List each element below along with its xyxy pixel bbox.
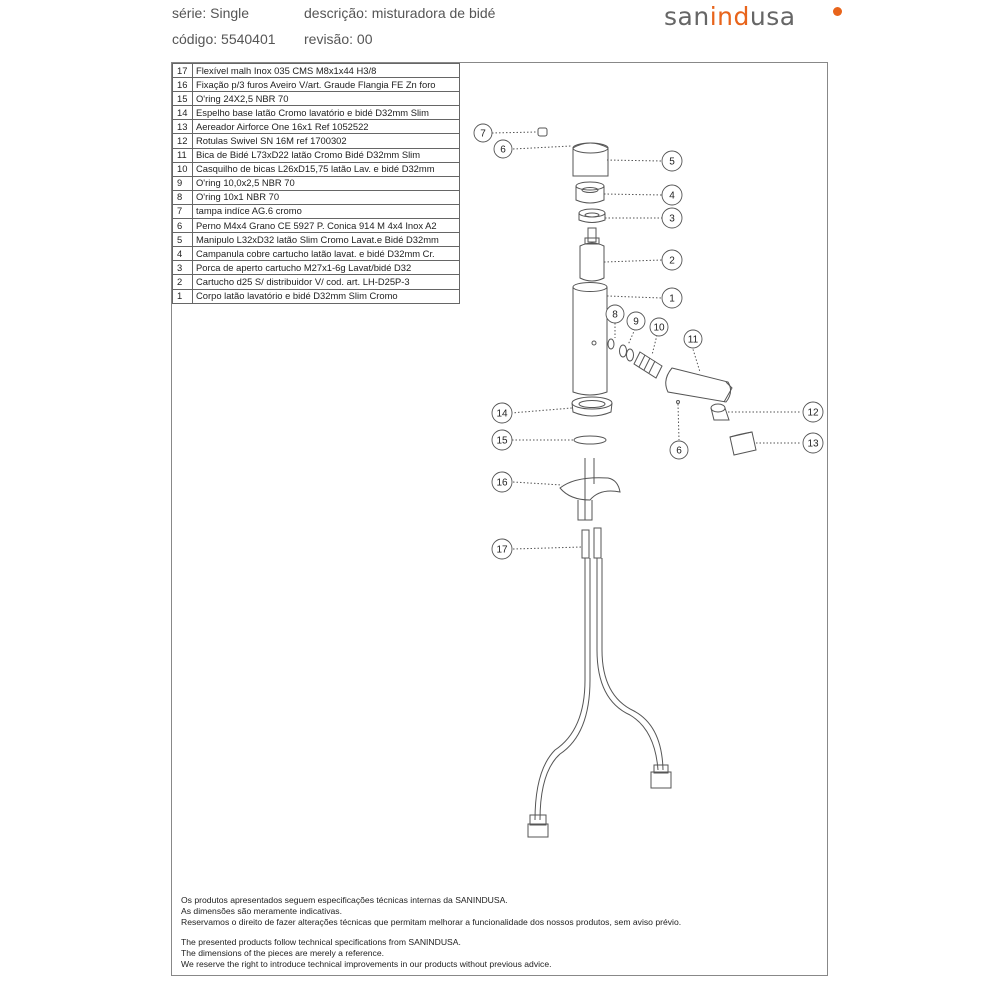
svg-text:2: 2	[669, 256, 675, 267]
part-4-bell	[575, 181, 605, 204]
part-11-spout	[665, 367, 733, 403]
callout-13: 13	[802, 432, 824, 454]
part-17-flexible-hoses	[527, 527, 672, 838]
part-9-oring	[619, 344, 634, 362]
callout-5: 5	[661, 150, 683, 172]
svg-text:16: 16	[496, 478, 508, 489]
part-2-cartridge	[579, 227, 605, 282]
part-5-handle	[572, 142, 609, 177]
callout-12: 12	[802, 401, 824, 423]
footer-pt-line-1: Os produtos apresentados seguem especifi…	[181, 895, 508, 905]
part-description: Fixação p/3 furos Aveiro V/art. Graude F…	[192, 77, 460, 93]
svg-text:11: 11	[688, 335, 699, 346]
svg-text:6: 6	[676, 446, 682, 457]
svg-text:3: 3	[669, 214, 675, 225]
svg-text:12: 12	[807, 408, 819, 419]
callout-6-bottom: 6	[669, 440, 689, 460]
callout-14: 14	[491, 402, 513, 424]
descricao-label: descrição: misturadora de bidé	[304, 5, 496, 21]
footer-en-line-1: The presented products follow technical …	[181, 937, 461, 947]
part-description: Flexível malh Inox 035 CMS M8x1x44 H3/8	[192, 62, 460, 79]
callout-2: 2	[661, 249, 683, 271]
part-13-aerator	[729, 431, 757, 456]
svg-text:8: 8	[612, 310, 618, 321]
footer-en-line-3: We reserve the right to introduce techni…	[181, 959, 552, 969]
callout-8: 8	[605, 304, 625, 324]
svg-text:9: 9	[633, 317, 639, 328]
logo-mark-icon	[833, 7, 842, 16]
svg-text:5: 5	[669, 157, 675, 168]
svg-text:13: 13	[807, 439, 819, 450]
callout-9: 9	[626, 311, 646, 331]
part-description: O'ring 24X2,5 NBR 70	[192, 91, 460, 107]
part-3-nut	[578, 208, 606, 223]
sanindusa-logo: sanindusa	[664, 2, 796, 31]
part-8-oring	[607, 338, 615, 350]
part-16-fixing	[559, 458, 621, 521]
part-description: Corpo latão lavatório e bidé D32mm Slim …	[192, 288, 460, 304]
part-14-base-plate	[571, 396, 613, 417]
callout-6-top: 6	[493, 139, 513, 159]
drawing-frame	[171, 62, 828, 976]
callout-17: 17	[491, 538, 513, 560]
svg-text:17: 17	[496, 545, 508, 556]
footer-pt-line-2: As dimensões são meramente indicativas.	[181, 906, 342, 916]
svg-text:7: 7	[480, 129, 486, 140]
part-10-bushing	[633, 351, 663, 379]
svg-text:4: 4	[669, 191, 675, 202]
callout-10: 10	[649, 317, 669, 337]
part-15-oring	[573, 435, 607, 445]
codigo-label: código: 5540401	[172, 31, 276, 47]
callout-7: 7	[473, 123, 493, 143]
svg-text:1: 1	[669, 294, 675, 305]
callout-16: 16	[491, 471, 513, 493]
part-6-screw	[676, 400, 680, 404]
callout-11: 11	[683, 329, 703, 349]
svg-text:15: 15	[496, 436, 508, 447]
callout-3: 3	[661, 207, 683, 229]
serie-label: série: Single	[172, 5, 250, 21]
leader-lines	[491, 131, 800, 550]
part-description: Espelho base latão Cromo lavatório e bid…	[192, 105, 460, 121]
footer-en-line-2: The dimensions of the pieces are merely …	[181, 948, 385, 958]
svg-text:6: 6	[500, 145, 506, 156]
callout-15: 15	[491, 429, 513, 451]
svg-text:10: 10	[653, 323, 665, 334]
callout-4: 4	[661, 184, 683, 206]
svg-text:14: 14	[496, 409, 508, 420]
part-12-swivel	[710, 403, 730, 421]
part-1-body	[572, 282, 608, 396]
revisao-label: revisão: 00	[304, 31, 373, 47]
part-7-index-cap	[537, 127, 548, 137]
footer-pt-line-3: Reservamos o direito de fazer alterações…	[181, 917, 682, 927]
callout-1: 1	[661, 287, 683, 309]
